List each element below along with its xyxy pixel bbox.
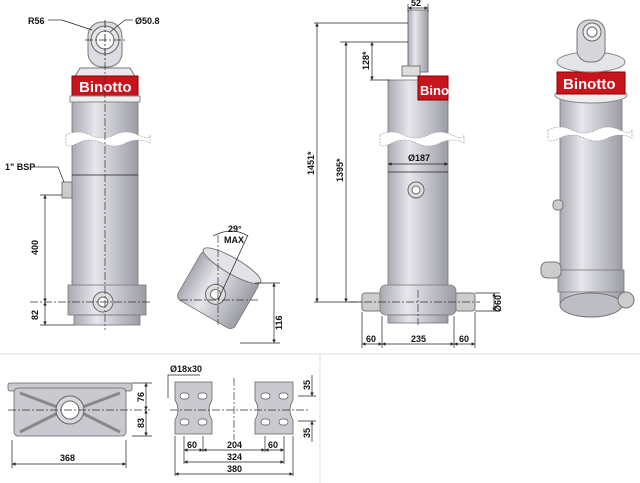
bottom-offset-label: 35 (302, 428, 312, 438)
head-radius-label: R56 (28, 16, 45, 26)
mount-plate-view: 76 83 368 (7, 382, 152, 468)
plate-width-label: 368 (60, 453, 75, 463)
pin-left-label: 60 (366, 334, 376, 344)
top-offset-label: 35 (302, 380, 312, 390)
port-height-label: 400 (30, 240, 40, 255)
base-height-label: 82 (30, 310, 40, 320)
left-block-label: 60 (187, 440, 197, 450)
pin-right-label: 60 (459, 334, 469, 344)
eye-diameter-label: Ø50.8 (135, 16, 160, 26)
plate-lower-label: 83 (136, 418, 146, 428)
overall-width-label: 380 (227, 464, 242, 474)
body-width-label: 235 (411, 334, 426, 344)
plate-upper-label: 76 (136, 392, 146, 402)
pin-diameter-label: Ø60 (493, 295, 503, 312)
body-diameter-label: Ø187 (408, 153, 430, 163)
head-length-label: 128* (361, 51, 371, 70)
hole-size-label: Ø18x30 (170, 364, 202, 374)
side-brand-label: Binotto (420, 83, 466, 98)
rod-width-label: 52 (411, 0, 421, 8)
break-line (65, 131, 151, 147)
isometric-view: Binotto (540, 19, 635, 318)
iso-brand-label: Binotto (563, 76, 615, 93)
right-block-label: 60 (268, 440, 278, 450)
gap-label: 204 (227, 440, 242, 450)
tilt-height-label: 116 (274, 315, 284, 330)
tilted-view: 29° MAX 116 (177, 224, 284, 344)
port-label: 1" BSP (5, 162, 35, 172)
tilt-angle-label: 29° (228, 224, 242, 234)
brackets-view: Ø18x30 35 35 60 204 60 324 380 (167, 364, 316, 476)
tilt-angle-note: MAX (224, 235, 244, 245)
front-view: Binotto R56 Ø50.8 1" BSP 400 82 (5, 16, 160, 330)
closed-length-label: 1395* (335, 158, 345, 182)
hole-span-label: 324 (227, 452, 242, 462)
total-length-label: 1451* (306, 151, 316, 175)
side-view: Binotto 52 1451* 1395* 128* Ø187 Ø60 60 … (306, 0, 503, 348)
